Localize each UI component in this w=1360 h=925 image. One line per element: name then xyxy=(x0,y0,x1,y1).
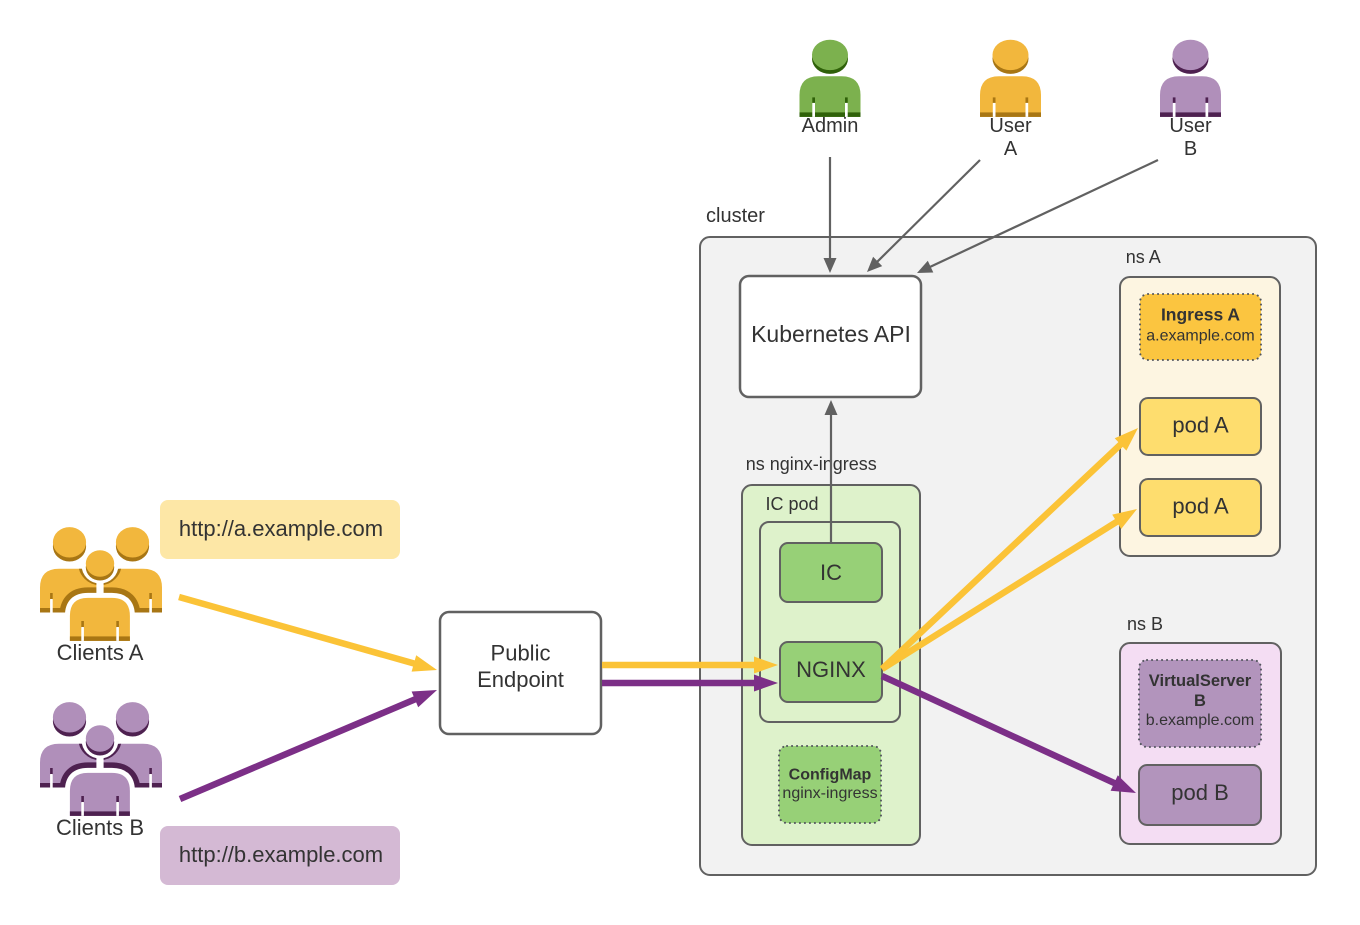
svg-text:VirtualServer: VirtualServer xyxy=(1149,672,1252,690)
svg-text:NGINX: NGINX xyxy=(796,657,866,682)
svg-text:User: User xyxy=(989,115,1032,137)
svg-text:Endpoint: Endpoint xyxy=(477,667,564,692)
svg-text:Ingress A: Ingress A xyxy=(1161,305,1240,325)
svg-text:Admin: Admin xyxy=(802,115,859,137)
svg-text:ConfigMap: ConfigMap xyxy=(789,767,872,784)
svg-text:User: User xyxy=(1169,115,1212,137)
svg-text:pod A: pod A xyxy=(1172,413,1229,438)
svg-text:ns A: ns A xyxy=(1126,247,1161,267)
svg-text:pod B: pod B xyxy=(1171,780,1229,805)
svg-text:a.example.com: a.example.com xyxy=(1146,328,1255,345)
svg-text:nginx-ingress: nginx-ingress xyxy=(782,785,877,802)
svg-text:Public: Public xyxy=(491,641,551,666)
svg-text:pod A: pod A xyxy=(1172,494,1229,519)
svg-text:http://a.example.com: http://a.example.com xyxy=(179,516,383,541)
svg-text:Kubernetes API: Kubernetes API xyxy=(751,321,911,347)
svg-text:IC: IC xyxy=(820,560,842,585)
svg-text:B: B xyxy=(1184,138,1197,160)
svg-text:Clients B: Clients B xyxy=(56,815,144,840)
svg-text:Clients A: Clients A xyxy=(57,640,144,665)
svg-text:IC pod: IC pod xyxy=(766,494,819,514)
svg-text:ns B: ns B xyxy=(1127,614,1163,634)
svg-text:cluster: cluster xyxy=(706,205,765,227)
svg-text:A: A xyxy=(1004,138,1018,160)
svg-text:http://b.example.com: http://b.example.com xyxy=(179,842,383,867)
svg-text:B: B xyxy=(1194,692,1206,710)
svg-text:b.example.com: b.example.com xyxy=(1146,712,1255,729)
svg-text:ns nginx-ingress: ns nginx-ingress xyxy=(746,454,877,474)
